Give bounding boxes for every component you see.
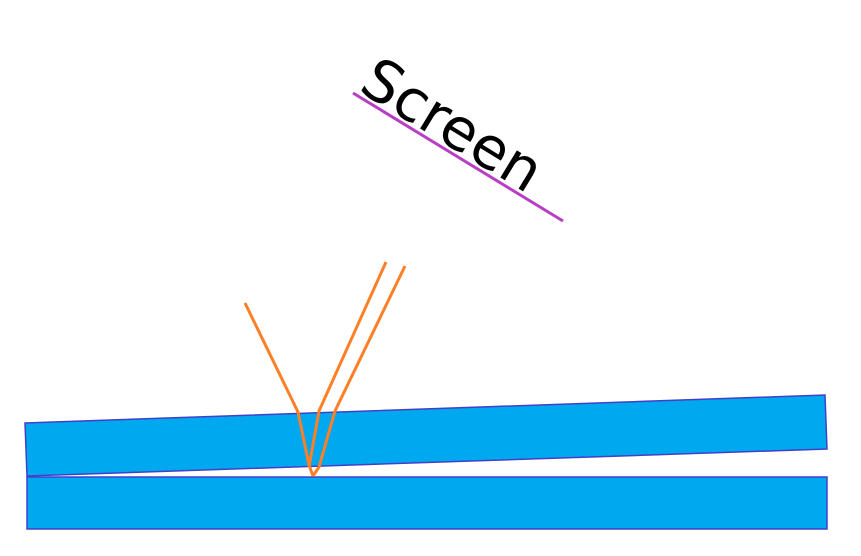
reflected-ray-top-surface	[307, 261, 388, 468]
screen-label: Screen	[350, 44, 556, 206]
incident-ray	[243, 302, 315, 477]
screen-line	[352, 91, 564, 223]
tilted-glass-plate	[24, 394, 828, 477]
flat-glass-plate	[26, 476, 828, 530]
reflected-ray-bottom-surface	[311, 265, 407, 477]
